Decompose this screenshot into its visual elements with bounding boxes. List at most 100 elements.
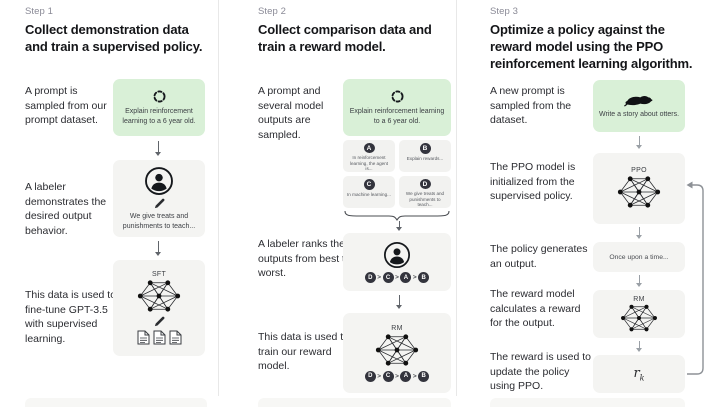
step3-output-label: The policy generates an output. bbox=[490, 243, 588, 270]
output-chip-c: C In machine learning... bbox=[343, 176, 395, 208]
step2-label: Step 2 bbox=[258, 6, 287, 17]
down-arrow bbox=[636, 227, 642, 239]
pencil-icon bbox=[154, 198, 165, 209]
step3-label: Step 3 bbox=[490, 6, 519, 17]
neural-network-icon bbox=[375, 332, 419, 368]
step3-ppo-label-text: The PPO model is initialized from the su… bbox=[490, 161, 576, 203]
column-divider bbox=[456, 0, 457, 396]
step1-prompt-text: Explain reinforcement learning to a 6 ye… bbox=[122, 108, 196, 125]
output-chip-a: A In reinforcement learning, the agent i… bbox=[343, 140, 395, 172]
reward-symbol: rk bbox=[633, 366, 644, 383]
step2-heading: Collect comparison data and train a rewa… bbox=[258, 22, 458, 56]
rank-circle: B bbox=[418, 272, 430, 283]
down-arrow bbox=[636, 136, 642, 149]
step1-prompt-box: Explain reinforcement learning to a 6 ye… bbox=[113, 79, 205, 136]
step1-finetune-label: This data is used to fine-tune GPT-3.5 w… bbox=[25, 289, 117, 346]
step3-ppo-box: PPO bbox=[593, 153, 685, 224]
step3-update-label: The reward is used to update the policy … bbox=[490, 351, 591, 393]
rank-circle: D bbox=[364, 272, 376, 283]
ppo-tag: PPO bbox=[631, 167, 647, 174]
step2-train-label: This data is used to train our reward mo… bbox=[258, 331, 350, 373]
otter-icon bbox=[623, 93, 655, 107]
refresh-icon bbox=[390, 89, 405, 104]
chip-text-d: We give treats and punishments to teach.… bbox=[405, 190, 445, 208]
down-arrow bbox=[396, 295, 402, 309]
step3-prompt-box: Write a story about otters. bbox=[593, 80, 685, 132]
step3-heading: Optimize a policy against the reward mod… bbox=[490, 22, 705, 73]
step2-rm-box: RM D > C > A > B bbox=[343, 313, 451, 393]
column-divider bbox=[218, 0, 219, 396]
step1-heading: Collect demonstration data and train a s… bbox=[25, 22, 220, 56]
step2-prompt-box: Explain reinforcement learning to a 6 ye… bbox=[343, 79, 451, 136]
rank-separator: > bbox=[377, 274, 382, 281]
ranking-row: D > C > A > B bbox=[364, 370, 430, 382]
labeler-person-icon bbox=[383, 241, 411, 269]
rank-separator: > bbox=[377, 372, 382, 380]
step3-reward-box: rk bbox=[593, 355, 685, 393]
chip-letter-b: B bbox=[419, 143, 431, 154]
reward-symbol-sub: k bbox=[639, 373, 645, 383]
reward-symbol-base: r bbox=[633, 365, 640, 381]
neural-network-icon bbox=[620, 303, 658, 333]
step1-heading-line2: and train a supervised policy. bbox=[25, 38, 203, 54]
step2-heading-line2: train a reward model. bbox=[258, 38, 386, 54]
chip-text-a: In reinforcement learning, the agent is.… bbox=[349, 154, 389, 172]
brace-icon bbox=[343, 210, 451, 221]
neural-network-icon bbox=[137, 278, 181, 314]
output-chip-d: D We give treats and punishments to teac… bbox=[399, 176, 451, 208]
step3-prompt-text: Write a story about otters. bbox=[599, 110, 680, 118]
cropped-box-edge bbox=[490, 398, 685, 407]
rank-separator: > bbox=[395, 372, 399, 380]
step3-heading-line1: Optimize a policy against the bbox=[490, 22, 665, 37]
rank-circle: B bbox=[418, 370, 430, 382]
step1-label: Step 1 bbox=[25, 6, 54, 17]
step3-rm-box: RM bbox=[593, 290, 685, 338]
ranking-row: D > C > A > B bbox=[364, 272, 430, 283]
step2-heading-line1: Collect comparison data and bbox=[258, 22, 432, 37]
step2-prompt-text: Explain reinforcement learning to a 6 ye… bbox=[349, 108, 445, 125]
step1-labeler-box: We give treats and punishments to teach.… bbox=[113, 160, 205, 237]
chip-letter-d: D bbox=[419, 179, 431, 190]
step1-sft-box: SFT bbox=[113, 260, 205, 356]
cropped-box-edge bbox=[258, 398, 451, 407]
step2-prompt-label: A prompt and several model outputs are s… bbox=[258, 85, 324, 142]
cropped-box-edge bbox=[25, 398, 207, 407]
rank-separator: > bbox=[395, 274, 399, 281]
down-arrow bbox=[155, 241, 161, 256]
step3-prompt-label: A new prompt is sampled from the dataset… bbox=[490, 85, 572, 127]
rank-separator: > bbox=[412, 274, 417, 281]
step3-heading-line3: reinforcement learning algorithm. bbox=[490, 55, 693, 71]
chip-text-b: Explain rewards... bbox=[406, 155, 444, 161]
labeler-person-icon bbox=[144, 166, 174, 196]
rank-circle: A bbox=[400, 272, 412, 283]
step1-heading-line1: Collect demonstration data bbox=[25, 22, 189, 37]
rank-circle: A bbox=[400, 370, 412, 382]
step1-labeler-label: A labeler demonstrates the desired outpu… bbox=[25, 181, 107, 238]
rm-tag: RM bbox=[391, 324, 403, 332]
step2-labeler-box: D > C > A > B bbox=[343, 233, 451, 291]
down-arrow bbox=[155, 141, 161, 156]
step3-output-box: Once upon a time... bbox=[593, 242, 685, 272]
down-arrow bbox=[636, 341, 642, 352]
rank-separator: > bbox=[412, 372, 417, 380]
pencil-icon bbox=[154, 316, 165, 327]
feedback-loop-arrow bbox=[683, 178, 709, 378]
sft-tag: SFT bbox=[151, 271, 167, 278]
rank-circle: C bbox=[382, 272, 394, 283]
step1-labeler-caption: We give treats and punishments to teach.… bbox=[122, 213, 196, 230]
documents-icon bbox=[137, 330, 182, 345]
chip-letter-c: C bbox=[363, 179, 375, 190]
step3-reward-label: The reward model calculates a reward for… bbox=[490, 288, 581, 330]
rank-circle: D bbox=[364, 370, 376, 382]
rank-circle: C bbox=[382, 370, 394, 382]
step2-rank-label: A labeler ranks the outputs from best to… bbox=[258, 238, 351, 280]
down-arrow bbox=[396, 221, 402, 231]
neural-network-icon bbox=[617, 174, 661, 210]
down-arrow bbox=[636, 275, 642, 287]
chip-text-c: In machine learning... bbox=[347, 191, 391, 197]
chip-letter-a: A bbox=[363, 143, 375, 154]
step1-prompt-label: A prompt is sampled from our prompt data… bbox=[25, 85, 107, 127]
refresh-icon bbox=[152, 89, 167, 104]
step3-output-text: Once upon a time... bbox=[609, 253, 669, 261]
